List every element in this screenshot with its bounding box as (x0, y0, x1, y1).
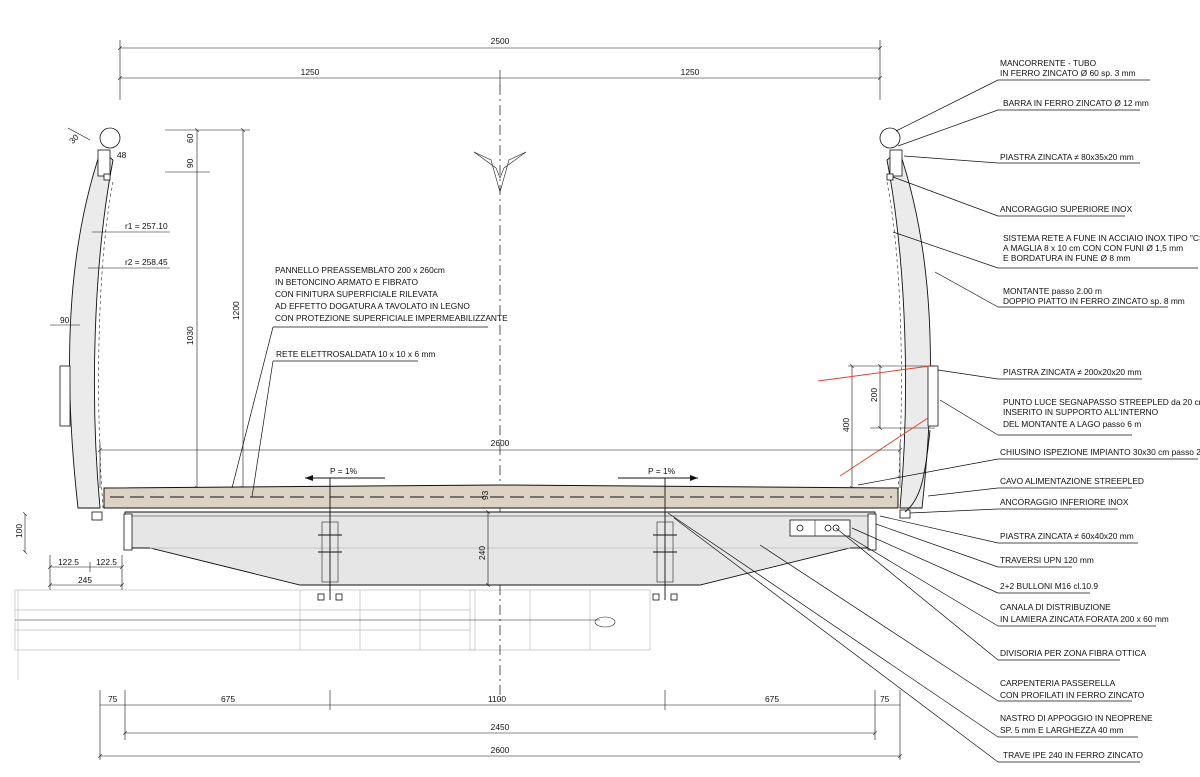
height-dimensions: 90 60 1030 1200 (165, 127, 250, 491)
barra-label: BARRA IN FERRO ZINCATO Ø 12 mm (1003, 98, 1149, 108)
bottom-dimensions: 75 675 1100 675 75 2450 2600 (97, 690, 903, 760)
dim-deck-width: 2600 (491, 438, 510, 448)
dim-h60: 60 (185, 133, 195, 143)
montante-line-2: DOPPIO PIATTO IN FERRO ZINCATO sp. 8 mm (1003, 296, 1185, 306)
dim-h100: 100 (14, 524, 24, 538)
dim-b2450: 2450 (491, 722, 510, 732)
dim-r1: r1 = 257.10 (125, 221, 168, 231)
punto-luce-line-3: DEL MONTANTE A LAGO passo 6 m (1003, 419, 1141, 429)
dim-h1200: 1200 (231, 301, 241, 320)
left-handrail-tube (99, 127, 121, 149)
dim-deck-thk: 93 (480, 490, 490, 500)
ancoraggio-sup-label: ANCORAGGIO SUPERIORE INOX (1000, 204, 1133, 214)
pannello-line-4: AD EFFETTO DOGATURA A TAVOLATO IN LEGNO (275, 301, 470, 311)
dim-beam-h: 240 (477, 546, 487, 560)
deck-width-dimension: 2600 (97, 438, 903, 488)
top-dimensions: 2500 1250 1250 (117, 36, 883, 100)
foundation-background (14, 589, 651, 680)
traversi-label: TRAVERSI UPN 120 mm (1000, 555, 1094, 565)
mancorrente-line-2: IN FERRO ZINCATO Ø 60 sp. 3 mm (1000, 68, 1136, 78)
dim-overall-top: 2500 (491, 36, 510, 46)
pannello-line-5: CON PROTEZIONE SUPERFICIALE IMPERMEABILI… (275, 313, 508, 323)
piastra-mid-label: PIASTRA ZINCATA ≠ 200x20x20 mm (1003, 367, 1141, 377)
right-upright (879, 127, 939, 519)
cavo-label: CAVO ALIMENTAZIONE STREEPLED (1000, 476, 1144, 486)
ancoraggio-inf-label: ANCORAGGIO INFERIORE INOX (1000, 497, 1129, 507)
dim-w90: 90 (60, 315, 70, 325)
divisoria-label: DIVISORIA PER ZONA FIBRA OTTICA (1000, 648, 1147, 658)
dim-w122-5a: 122.5 (58, 557, 79, 567)
panel-annotation: PANNELLO PREASSEMBLATO 200 x 260cm IN BET… (231, 265, 508, 498)
carpenteria-line-2: CON PROFILATI IN FERRO ZINCATO (1000, 690, 1145, 700)
dim-b675b: 675 (765, 694, 779, 704)
piastra-top-label: PIASTRA ZINCATA ≠ 80x35x20 mm (1000, 152, 1134, 162)
dim-r2: r2 = 258.45 (125, 257, 168, 267)
dim-b1100: 1100 (488, 694, 506, 704)
svg-text:PUNTO LUCE SEGNAPASSO STREEPLE: PUNTO LUCE SEGNAPASSO STREEPLED da 20 cm… (1003, 397, 1200, 429)
mancorrente-line-1: MANCORRENTE - TUBO (1000, 58, 1097, 68)
svg-text:SISTEMA RETE A FUNE IN ACCIAIO: SISTEMA RETE A FUNE IN ACCIAIO INOX TIPO… (1003, 233, 1200, 263)
rete-fune-line-2: A MAGLIA 8 x 10 cm CON CON FUNI Ø 1,5 mm (1003, 243, 1183, 253)
dim-half-left: 1250 (301, 67, 320, 77)
steel-carpentry: 240 (123, 509, 877, 588)
rete-fune-line-1: SISTEMA RETE A FUNE IN ACCIAIO INOX TIPO… (1003, 233, 1200, 243)
slope-right: P = 1% (648, 466, 676, 476)
bolt-groups (317, 478, 678, 601)
piastra-low-label: PIASTRA ZINCATA ≠ 60x40x20 mm (1000, 531, 1134, 541)
left-upright-dimensions: 30 48 r1 = 257.10 r2 = 258.45 90 100 122… (14, 127, 170, 590)
canala-line-2: IN LAMIERA ZINCATA FORATA 200 x 60 mm (1000, 614, 1169, 624)
dim-h400: 400 (841, 418, 851, 432)
dim-b75b: 75 (880, 694, 890, 704)
dim-b2600: 2600 (491, 745, 510, 755)
bulloni-label: 2+2 BULLONI M16 cl.10.9 (1000, 581, 1098, 591)
rete-fune-line-3: E BORDATURA IN FUNE Ø 8 mm (1003, 253, 1130, 263)
pannello-line-3: CON FINITURA SUPERFICIALE RILEVATA (275, 289, 438, 299)
carpenteria-line-1: CARPENTERIA PASSERELLA (1000, 678, 1116, 688)
dim-h90: 90 (185, 158, 195, 168)
dim-h1030: 1030 (185, 326, 195, 345)
punto-luce-line-1: PUNTO LUCE SEGNAPASSO STREEPLED da 20 cm (1003, 397, 1200, 407)
dim-half-right: 1250 (681, 67, 700, 77)
svg-text:PANNELLO PREASSEMBLATO 200 x 2: PANNELLO PREASSEMBLATO 200 x 260cm IN BET… (275, 265, 508, 323)
rete-elettro-label: RETE ELETTROSALDATA 10 x 10 x 6 mm (276, 349, 435, 359)
dim-b675a: 675 (221, 694, 235, 704)
svg-text:NASTRO DI APPOGGIO IN NEOPRENE: NASTRO DI APPOGGIO IN NEOPRENE SP. 5 mm E… (1000, 713, 1153, 735)
pannello-line-2: IN BETONCINO ARMATO E FIBRATO (275, 277, 418, 287)
right-handrail-tube (879, 127, 901, 149)
nastro-line-2: SP. 5 mm E LARGHEZZA 40 mm (1000, 725, 1124, 735)
dim-b75a: 75 (108, 694, 118, 704)
axis-arrow-symbol (473, 151, 527, 194)
dim-w245: 245 (78, 575, 92, 585)
chiusino-label: CHIUSINO ISPEZIONE IMPIANTO 30x30 cm pas… (1000, 447, 1200, 457)
punto-luce-line-2: INSERITO IN SUPPORTO ALL'INTERNO (1003, 407, 1159, 417)
right-height-dimensions: 200 400 (817, 363, 935, 491)
montante-line-1: MONTANTE passo 2.00 m (1003, 286, 1102, 296)
slope-left: P = 1% (330, 466, 358, 476)
nastro-line-1: NASTRO DI APPOGGIO IN NEOPRENE (1000, 713, 1153, 723)
left-upright (59, 127, 121, 521)
deck-slab: 93 (103, 484, 899, 509)
pannello-line-1: PANNELLO PREASSEMBLATO 200 x 260cm (275, 265, 445, 275)
slope-indicators: P = 1% P = 1% (305, 466, 698, 481)
dim-h200: 200 (869, 388, 879, 402)
dim-w122-5b: 122.5 (96, 557, 117, 567)
canala-line-1: CANALA DI DISTRIBUZIONE (1000, 602, 1111, 612)
dim-w48: 48 (117, 150, 127, 160)
trave-label: TRAVE IPE 240 IN FERRO ZINCATO (1003, 750, 1144, 760)
